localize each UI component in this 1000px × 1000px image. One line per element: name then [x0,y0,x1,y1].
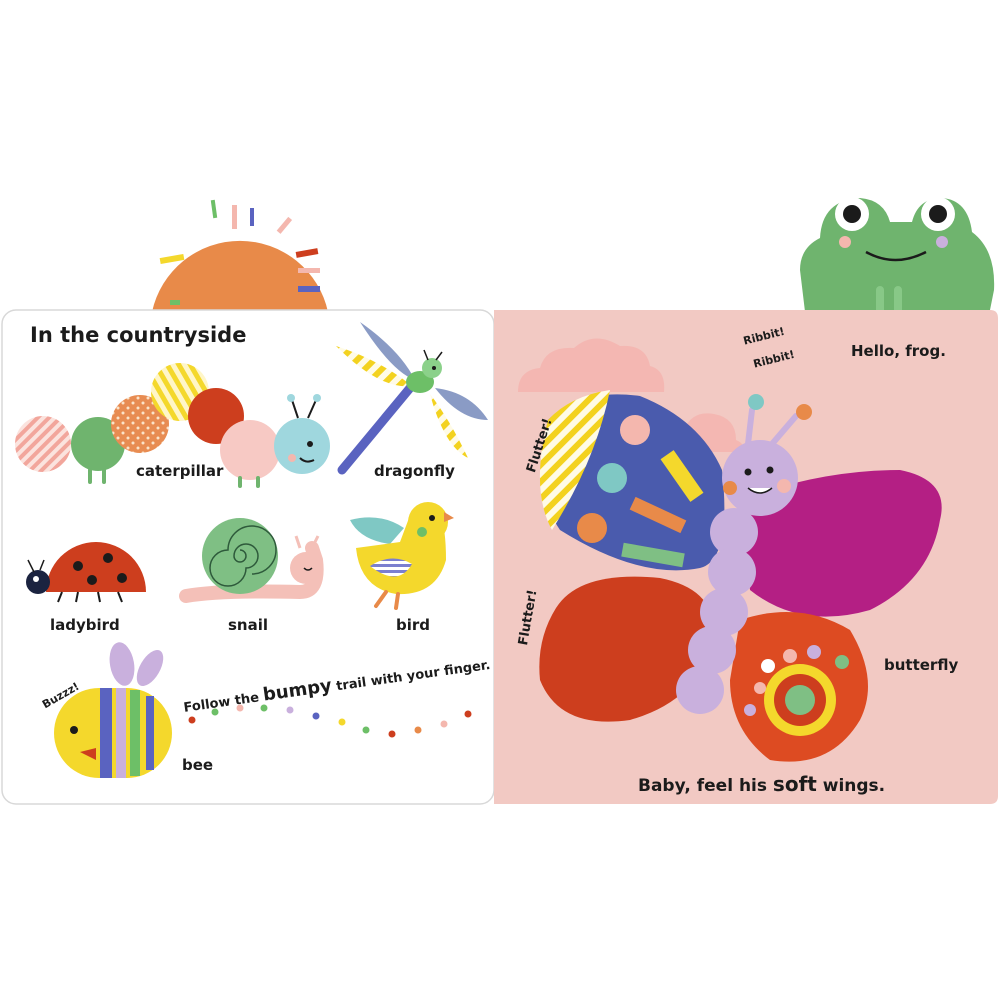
sun-tab-icon[interactable] [152,199,328,312]
dragonfly-icon [336,322,488,475]
bird-icon [350,502,454,610]
label-caterpillar: caterpillar [136,462,224,480]
label-ladybird: ladybird [50,616,120,634]
page-title: In the countryside [30,323,247,347]
butterfly-caption: Baby, feel his soft wings. [638,772,885,796]
label-butterfly: butterfly [884,656,959,674]
caption-after: wings. [822,776,886,796]
frog-tab-icon[interactable] [800,197,995,324]
bee-icon [54,642,172,778]
label-bird: bird [396,616,431,634]
caption-emphasis: soft [772,772,817,796]
snail-icon [179,518,324,603]
frog-greeting: Hello, frog. [851,342,946,360]
bumpy-trail[interactable] [188,704,472,738]
butterfly-icon [539,390,942,762]
label-snail: snail [228,616,269,634]
caption-before: Baby, feel his [638,776,767,796]
label-dragonfly: dragonfly [374,462,455,480]
ladybird-icon [26,542,146,603]
caterpillar-icon [15,363,330,488]
label-bee: bee [182,756,214,774]
